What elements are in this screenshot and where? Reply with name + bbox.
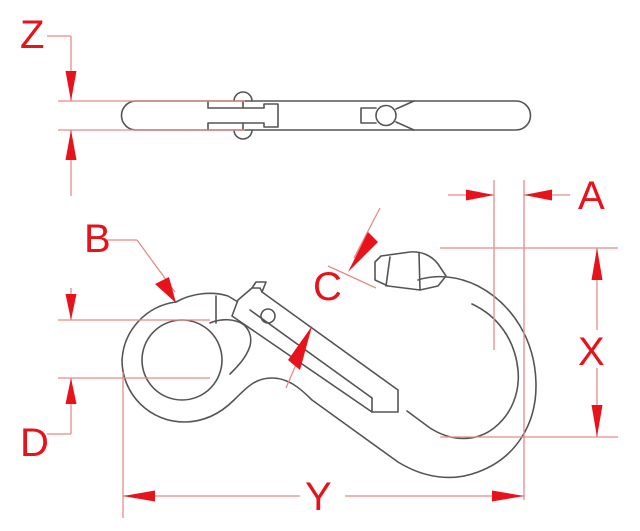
hook-eye-upper-shoulder: [175, 292, 239, 303]
top-view-body-outline: [120, 100, 532, 131]
dimension-label-x: X: [578, 330, 605, 374]
top-view-pin-arc-top: [233, 91, 253, 102]
top-view-nose-chamfer-upper: [395, 100, 415, 110]
dimension-label-b: B: [84, 217, 111, 261]
dimension-label-d: D: [20, 421, 49, 465]
top-view-gate-notch-upper: [207, 100, 244, 109]
z-arrow-up: [65, 130, 77, 160]
c-leader-diagonal-lower: [327, 265, 377, 289]
front-view-group: A B C: [20, 174, 618, 519]
gate-callout-arrow: [288, 326, 312, 370]
hook-eye-inner-circle: [141, 319, 223, 401]
hook-outer-outline: [121, 275, 537, 479]
hook-nose-segment-line-1: [385, 256, 391, 287]
x-arrow-down: [591, 405, 603, 437]
top-view-nose-chamfer-lower: [395, 121, 415, 131]
hook-inner-throat-curve: [229, 323, 252, 375]
dimension-label-c: C: [313, 265, 342, 309]
gate-lever-inner-edge: [249, 309, 373, 399]
top-view-group: Z: [20, 13, 532, 196]
gate-pivot-pin-hole: [260, 308, 276, 324]
hook-inner-sweep: [406, 303, 520, 440]
b-leader-arrow: [155, 277, 176, 303]
y-arrow-left: [123, 490, 155, 502]
dimension-label-z: Z: [20, 13, 44, 57]
c-leader-diagonal-upper: [353, 207, 381, 259]
y-arrow-right: [492, 490, 524, 502]
a-arrow-right: [466, 189, 494, 201]
top-view-rivet-circle: [375, 104, 397, 127]
hook-nose-segment-line-2: [418, 252, 421, 291]
gate-lever-tab: [251, 281, 267, 293]
dimension-label-a: A: [578, 174, 605, 218]
z-arrow-down: [65, 71, 77, 101]
top-view-rivet-keyway: [360, 107, 377, 124]
top-view-gate-tongue: [242, 103, 279, 128]
x-arrow-up: [591, 248, 603, 280]
top-view-pin-arc-bottom: [233, 129, 253, 140]
c-leader-arrow: [348, 232, 378, 272]
a-arrow-left: [524, 189, 552, 201]
d-arrow-down: [65, 294, 77, 320]
dimension-label-y: Y: [305, 475, 332, 519]
top-view-gate-notch-lower: [207, 122, 244, 131]
d-arrow-up: [65, 378, 77, 404]
